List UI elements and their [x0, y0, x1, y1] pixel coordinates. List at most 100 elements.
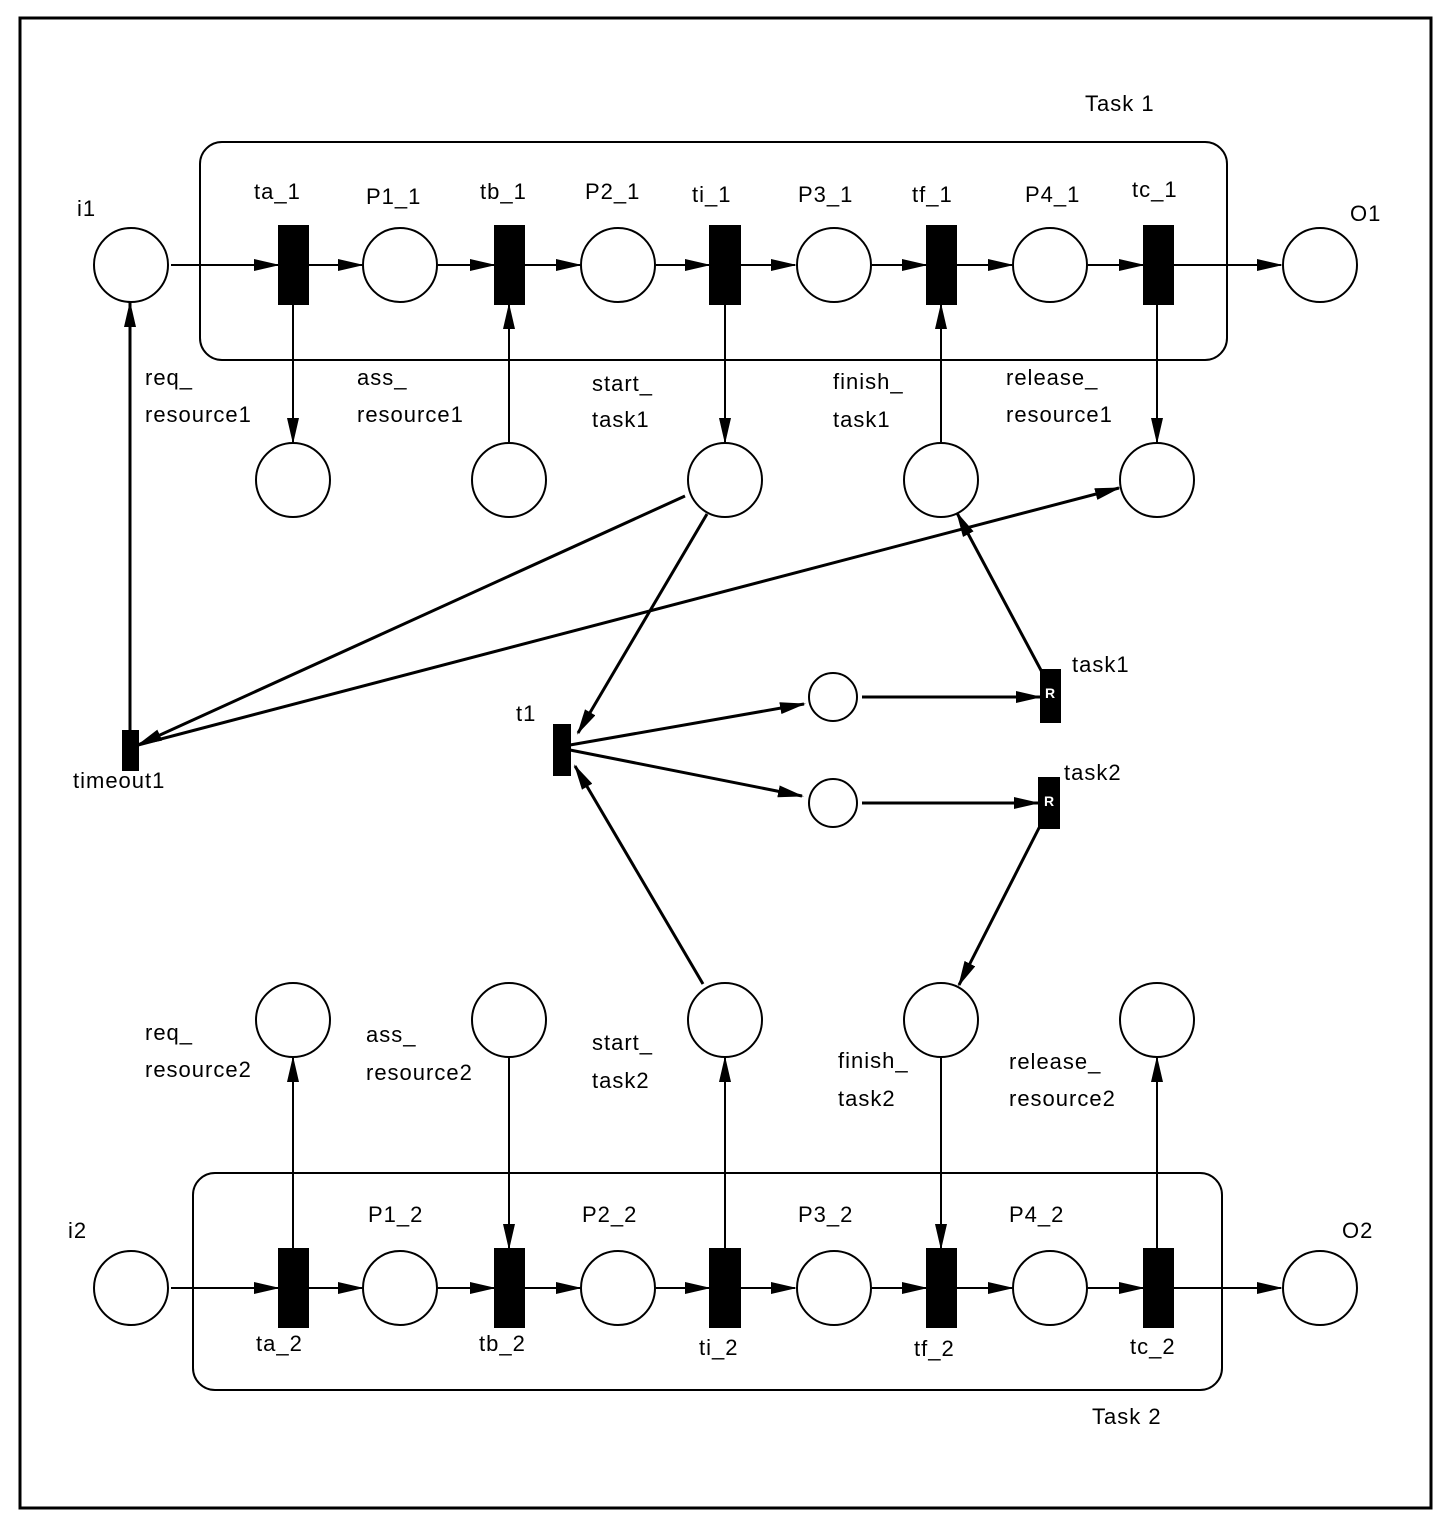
label-start-task1-a: start_: [592, 371, 653, 396]
label-ass-resource1-a: ass_: [357, 365, 407, 390]
label-p4-1: P4_1: [1025, 182, 1080, 207]
task1-interface-arcs: [287, 303, 1163, 444]
label-p3-2: P3_2: [798, 1202, 853, 1227]
label-release-resource2-a: release_: [1009, 1049, 1101, 1074]
label-ti-2: ti_2: [699, 1335, 738, 1360]
transition-tf-2: [926, 1248, 957, 1328]
transition-ta-1: [278, 225, 309, 305]
task2-labels: req_ resource2 ass_ resource2 start_ tas…: [68, 1020, 1373, 1361]
label-p1-1: P1_1: [366, 184, 421, 209]
label-finish-task2-b: task2: [838, 1086, 896, 1111]
place-p1-1: [362, 227, 438, 303]
label-i2: i2: [68, 1218, 87, 1243]
transition-tb-2: [494, 1248, 525, 1328]
task1-labels: i1 ta_1 P1_1 tb_1 P2_1 ti_1 P3_1 tf_1 P4…: [77, 177, 1381, 432]
control-arcs: [124, 301, 1121, 987]
control-transitions: R R: [122, 669, 1061, 829]
place-p2-1: [580, 227, 656, 303]
control-labels: t1 timeout1 task1 task2: [73, 652, 1130, 793]
label-timeout1: timeout1: [73, 768, 165, 793]
label-tb-2: tb_2: [479, 1331, 526, 1356]
outer-frame: [18, 16, 1433, 1510]
label-i1: i1: [77, 196, 96, 221]
place-ctrl-task1: [808, 672, 858, 722]
label-p2-2: P2_2: [582, 1202, 637, 1227]
label-tc-2: tc_2: [1130, 1334, 1176, 1359]
label-ta-1: ta_1: [254, 179, 301, 204]
label-release-resource1-a: release_: [1006, 365, 1098, 390]
place-p4-1: [1012, 227, 1088, 303]
control-places: [808, 672, 858, 828]
transition-task1: [1040, 669, 1061, 723]
label-ass-resource1-b: resource1: [357, 402, 464, 427]
label-finish-task2-a: finish_: [838, 1048, 909, 1073]
place-ctrl-task2: [808, 778, 858, 828]
label-p3-1: P3_1: [798, 182, 853, 207]
label-t1: t1: [516, 701, 536, 726]
place-p1-2: [362, 1250, 438, 1326]
label-start-task2-a: start_: [592, 1030, 653, 1055]
place-finish-task1: [903, 442, 979, 518]
transition-timeout1: [122, 730, 139, 771]
label-tb-1: tb_1: [480, 179, 527, 204]
transition-ti-2: [709, 1248, 741, 1328]
transition-task2: [1038, 777, 1060, 829]
place-release-resource2: [1119, 982, 1195, 1058]
transition-t1: [553, 724, 571, 776]
place-finish-task2: [903, 982, 979, 1058]
task1-box: [199, 141, 1228, 361]
label-start-task2-b: task2: [592, 1068, 650, 1093]
place-p2-2: [580, 1250, 656, 1326]
label-o1: O1: [1350, 201, 1381, 226]
place-o2: [1282, 1250, 1358, 1326]
label-p1-2: P1_2: [368, 1202, 423, 1227]
place-o1: [1282, 227, 1358, 303]
place-start-task1: [687, 442, 763, 518]
label-tf-1: tf_1: [912, 182, 953, 207]
label-p2-1: P2_1: [585, 179, 640, 204]
place-release-resource1: [1119, 442, 1195, 518]
label-ta-2: ta_2: [256, 1331, 303, 1356]
place-req-resource2: [255, 982, 331, 1058]
transition-ta-2: [278, 1248, 309, 1328]
label-start-task1-b: task1: [592, 407, 650, 432]
place-ass-resource2: [471, 982, 547, 1058]
transition-tc-2: [1143, 1248, 1174, 1328]
place-i2: [93, 1250, 169, 1326]
task2-interface-arcs: [287, 1056, 1163, 1250]
place-p3-2: [796, 1250, 872, 1326]
task2-transitions: [278, 1248, 1174, 1328]
label-finish-task1-a: finish_: [833, 369, 904, 394]
place-start-task2: [687, 982, 763, 1058]
label-task1: task1: [1072, 652, 1130, 677]
transition-ti-1: [709, 225, 741, 305]
place-p3-1: [796, 227, 872, 303]
label-req-resource2-a: req_: [145, 1020, 193, 1045]
label-release-resource1-b: resource1: [1006, 402, 1113, 427]
transition-tf-1: [926, 225, 957, 305]
place-req-resource1: [255, 442, 331, 518]
label-req-resource2-b: resource2: [145, 1057, 252, 1082]
label-o2: O2: [1342, 1218, 1373, 1243]
task1-interface-places: [255, 442, 1195, 518]
label-tf-2: tf_2: [914, 1336, 955, 1361]
label-tc-1: tc_1: [1132, 177, 1178, 202]
label-ti-1: ti_1: [692, 182, 731, 207]
task1-r-marker: R: [1045, 685, 1055, 701]
task2-r-marker: R: [1044, 793, 1054, 809]
label-p4-2: P4_2: [1009, 1202, 1064, 1227]
label-finish-task1-b: task1: [833, 407, 891, 432]
label-req-resource1-b: resource1: [145, 402, 252, 427]
label-task2: task2: [1064, 760, 1122, 785]
task2-places: [93, 1250, 1358, 1326]
place-i1: [93, 227, 169, 303]
task1-group-label: Task 1: [1085, 91, 1155, 116]
label-ass-resource2-b: resource2: [366, 1060, 473, 1085]
task2-interface-places: [255, 982, 1195, 1058]
label-req-resource1-a: req_: [145, 365, 193, 390]
task1-places: [93, 227, 1358, 303]
task2-box: [192, 1172, 1223, 1391]
place-p4-2: [1012, 1250, 1088, 1326]
task2-group-label: Task 2: [1092, 1404, 1162, 1429]
